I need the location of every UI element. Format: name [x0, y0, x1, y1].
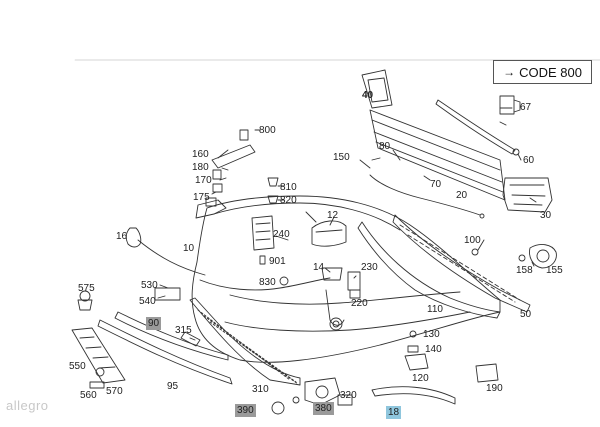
callout-830: 830 [259, 277, 276, 288]
callout-390: 390 [235, 404, 256, 417]
mesh-grille [189, 297, 301, 386]
callout-70: 70 [430, 179, 442, 190]
callout-110: 110 [427, 304, 443, 315]
lower-grille [392, 214, 531, 313]
callout-40: 40 [362, 90, 374, 101]
callout-20: 20 [456, 190, 468, 201]
callout-800: 800 [259, 125, 276, 136]
callout-155: 155 [546, 265, 563, 276]
callout-16: 16 [116, 231, 128, 242]
callout-180: 180 [192, 162, 209, 173]
watermark: allegro [6, 398, 49, 413]
callout-315: 315 [175, 325, 192, 336]
arrow-icon: → [503, 65, 516, 79]
callout-130: 130 [423, 329, 440, 340]
code-label: CODE 800 [519, 64, 582, 80]
bumper-cover [191, 195, 501, 363]
callout-95: 95 [167, 381, 179, 392]
callout-550: 550 [69, 361, 86, 372]
callout-140: 140 [425, 344, 442, 355]
code-legend: → CODE 800 [493, 60, 592, 84]
callout-901: 901 [269, 256, 286, 267]
callout-320: 320 [340, 390, 357, 401]
callout-150: 150 [333, 152, 350, 163]
callout-67: 67 [520, 102, 532, 113]
callout-820: 820 [280, 195, 297, 206]
callout-90: 90 [146, 317, 162, 330]
callout-380: 380 [313, 402, 334, 415]
callout-14: 14 [313, 262, 325, 273]
callout-530: 530 [141, 280, 158, 291]
callout-220: 220 [351, 298, 368, 309]
callout-100: 100 [464, 235, 481, 246]
callout-10: 10 [183, 243, 195, 254]
callout-158: 158 [516, 265, 533, 276]
callout-18: 18 [386, 406, 402, 419]
callout-240: 240 [273, 229, 290, 240]
callout-30: 30 [540, 210, 552, 221]
callout-60: 60 [523, 155, 535, 166]
callout-575: 575 [78, 283, 95, 294]
callout-160: 160 [192, 149, 209, 160]
callout-175: 175 [193, 192, 210, 203]
callout-170: 170 [195, 175, 212, 186]
callout-190: 190 [486, 383, 503, 394]
callout-80: 80 [379, 141, 391, 152]
callout-230: 230 [361, 262, 378, 273]
callout-310: 310 [252, 384, 269, 395]
callout-540: 540 [139, 296, 156, 307]
callout-50: 50 [520, 309, 532, 320]
callout-560: 560 [80, 390, 97, 401]
callout-810: 810 [280, 182, 297, 193]
callout-120: 120 [412, 373, 429, 384]
callout-12: 12 [327, 210, 339, 221]
callout-570: 570 [106, 386, 123, 397]
